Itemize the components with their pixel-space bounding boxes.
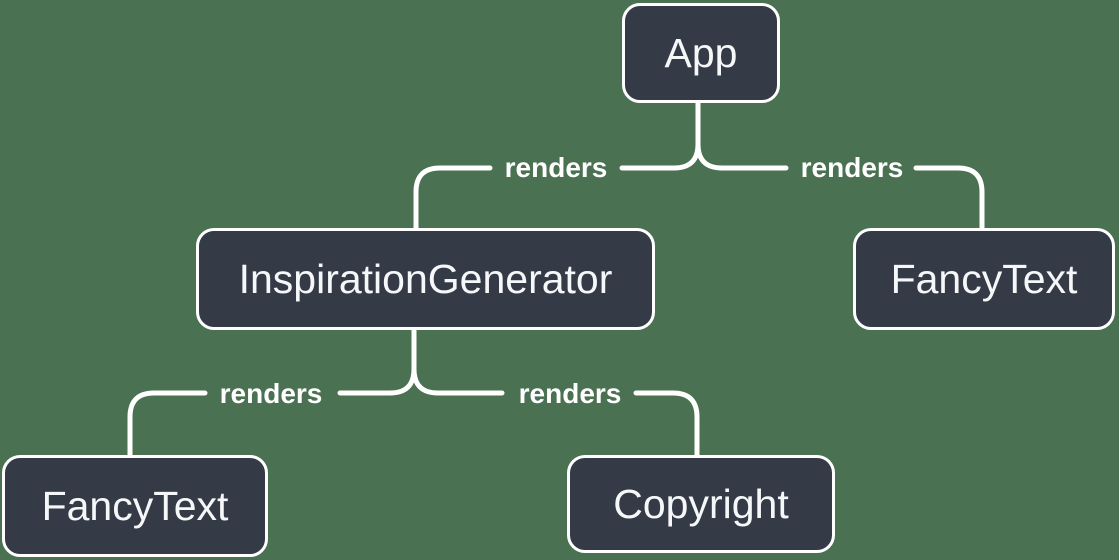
edge-inspirationgenerator-copyright-segment-right	[633, 390, 700, 458]
edge-inspirationgenerator-copyright-segment-left	[411, 327, 505, 396]
tree-node-fancy-text-bottom-label: FancyText	[41, 482, 229, 529]
tree-node-copyright-label: Copyright	[613, 480, 789, 527]
edge-app-inspirationgenerator-segment-right	[619, 100, 701, 171]
edge-label-inspirationgenerator-copyright: renders	[518, 378, 622, 409]
tree-node-fancy-text-bottom: FancyText	[2, 455, 268, 557]
edge-app-inspirationgenerator-segment-left	[413, 165, 493, 231]
tree-node-app-label: App	[664, 29, 738, 76]
tree-node-copyright: Copyright	[567, 455, 835, 553]
edge-inspirationgenerator-fancytext-segment-left	[127, 390, 208, 458]
edge-inspirationgenerator-fancytext-segment-right	[337, 327, 417, 396]
tree-node-inspiration-generator-label: InspirationGenerator	[238, 255, 613, 302]
edge-label-inspirationgenerator-fancytext: renders	[219, 378, 323, 409]
tree-node-fancy-text-top: FancyText	[853, 228, 1115, 330]
tree-node-app: App	[622, 3, 780, 103]
edge-label-app-inspirationgenerator: renders	[504, 152, 608, 183]
edge-app-fancytext-segment-left	[695, 100, 789, 171]
edge-label-app-fancytext: renders	[800, 152, 904, 183]
tree-node-inspiration-generator: InspirationGenerator	[196, 228, 655, 330]
edge-app-fancytext-segment-right	[913, 165, 985, 231]
tree-node-fancy-text-top-label: FancyText	[890, 255, 1078, 302]
